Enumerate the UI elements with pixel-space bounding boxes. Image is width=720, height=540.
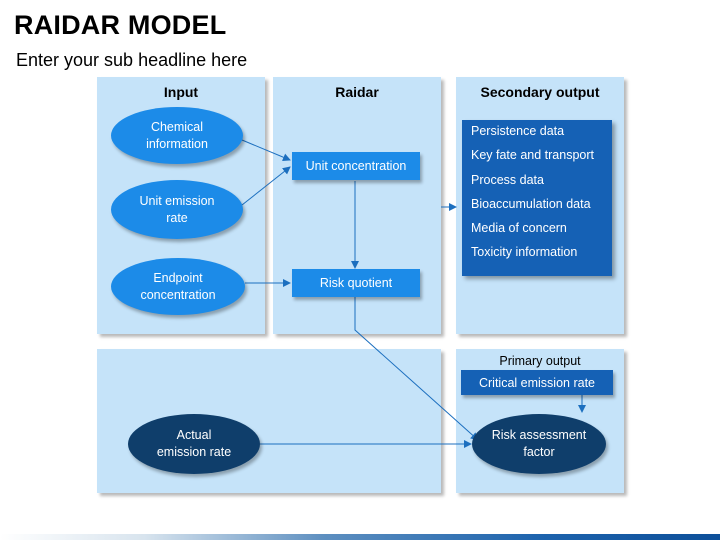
secondary-output-list: Persistence data Key fate and transport … (462, 120, 612, 276)
input-panel-heading: Input (163, 84, 199, 100)
arrow-chemical-to-unit-concentration (241, 139, 291, 161)
risk-quotient-node: Risk quotient (292, 269, 420, 297)
arrow-unit-emission-to-unit-concentration (241, 166, 291, 206)
primary-output-heading: Primary output (499, 354, 581, 368)
secondary-output-item: Media of concern (471, 221, 567, 235)
actual-emission-rate-node: Actual emission rate (128, 414, 260, 474)
unit-concentration-node: Unit concentration (292, 152, 420, 180)
critical-emission-rate-node: Critical emission rate (461, 370, 613, 395)
secondary-output-item: Toxicity information (471, 245, 578, 259)
endpoint-concentration-node: Endpoint concentration (111, 258, 245, 315)
slide-title: RAIDAR MODEL (14, 10, 227, 40)
secondary-output-item: Key fate and transport (471, 148, 594, 162)
slide-subtitle: Enter your sub headline here (16, 50, 248, 70)
secondary-output-item: Bioaccumulation data (471, 197, 591, 211)
chemical-information-node: Chemical information (111, 107, 243, 164)
risk-assessment-factor-node: Risk assessment factor (472, 414, 606, 474)
raidar-panel-heading: Raidar (335, 84, 379, 100)
arrow-risk-quotient-to-risk-assessment (354, 297, 479, 441)
footer-gradient-bar (0, 534, 720, 540)
unit-emission-rate-node: Unit emission rate (111, 180, 243, 239)
secondary-output-item: Persistence data (471, 124, 565, 138)
secondary-output-heading: Secondary output (480, 84, 600, 100)
secondary-output-item: Process data (471, 173, 544, 187)
